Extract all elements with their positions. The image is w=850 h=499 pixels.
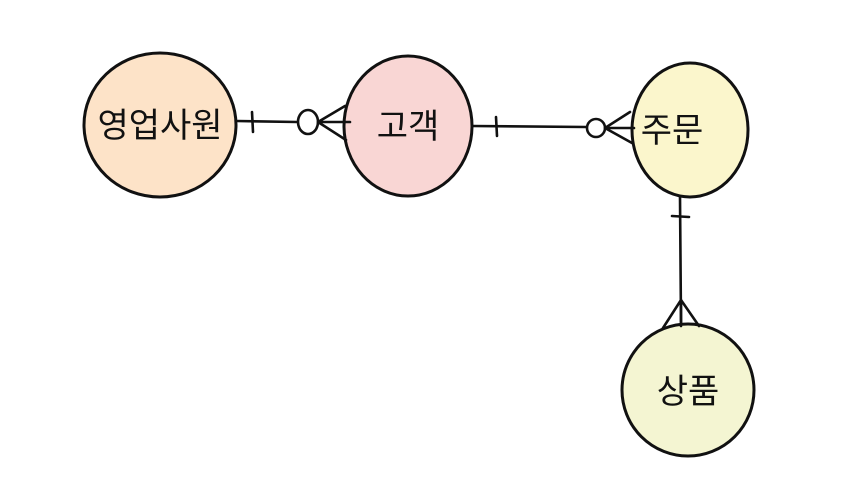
entity-sales-rep-label: 영업사원 bbox=[97, 106, 222, 146]
cardinality-zero-mark bbox=[585, 117, 607, 139]
entity-product-label: 상품 bbox=[657, 372, 720, 412]
cardinality-crowfoot-mark bbox=[603, 110, 636, 145]
cardinality-one-mark bbox=[670, 214, 691, 219]
cardinality-one-mark bbox=[494, 115, 499, 138]
entity-order: 주문 bbox=[630, 61, 750, 199]
entity-sales-rep: 영업사원 bbox=[82, 51, 238, 199]
relationship-order-product bbox=[661, 195, 701, 330]
entity-customer-label: 고객 bbox=[377, 107, 440, 147]
cardinality-crowfoot-mark bbox=[316, 104, 352, 142]
cardinality-one-mark bbox=[250, 110, 255, 134]
entity-product-circle bbox=[620, 322, 756, 458]
entity-order-label: 주문 bbox=[641, 111, 704, 151]
relationship-customer-order bbox=[470, 110, 636, 145]
relationship-sales-rep-customer bbox=[235, 104, 352, 142]
entity-sales-rep-circle bbox=[82, 51, 238, 199]
entity-product: 상품 bbox=[620, 322, 756, 458]
entity-order-circle bbox=[630, 61, 750, 199]
cardinality-zero-mark bbox=[296, 108, 320, 136]
relationship-line bbox=[470, 124, 588, 129]
entity-customer: 고객 bbox=[342, 54, 474, 198]
cardinality-crowfoot-mark bbox=[661, 298, 701, 330]
relationship-line bbox=[235, 119, 299, 124]
